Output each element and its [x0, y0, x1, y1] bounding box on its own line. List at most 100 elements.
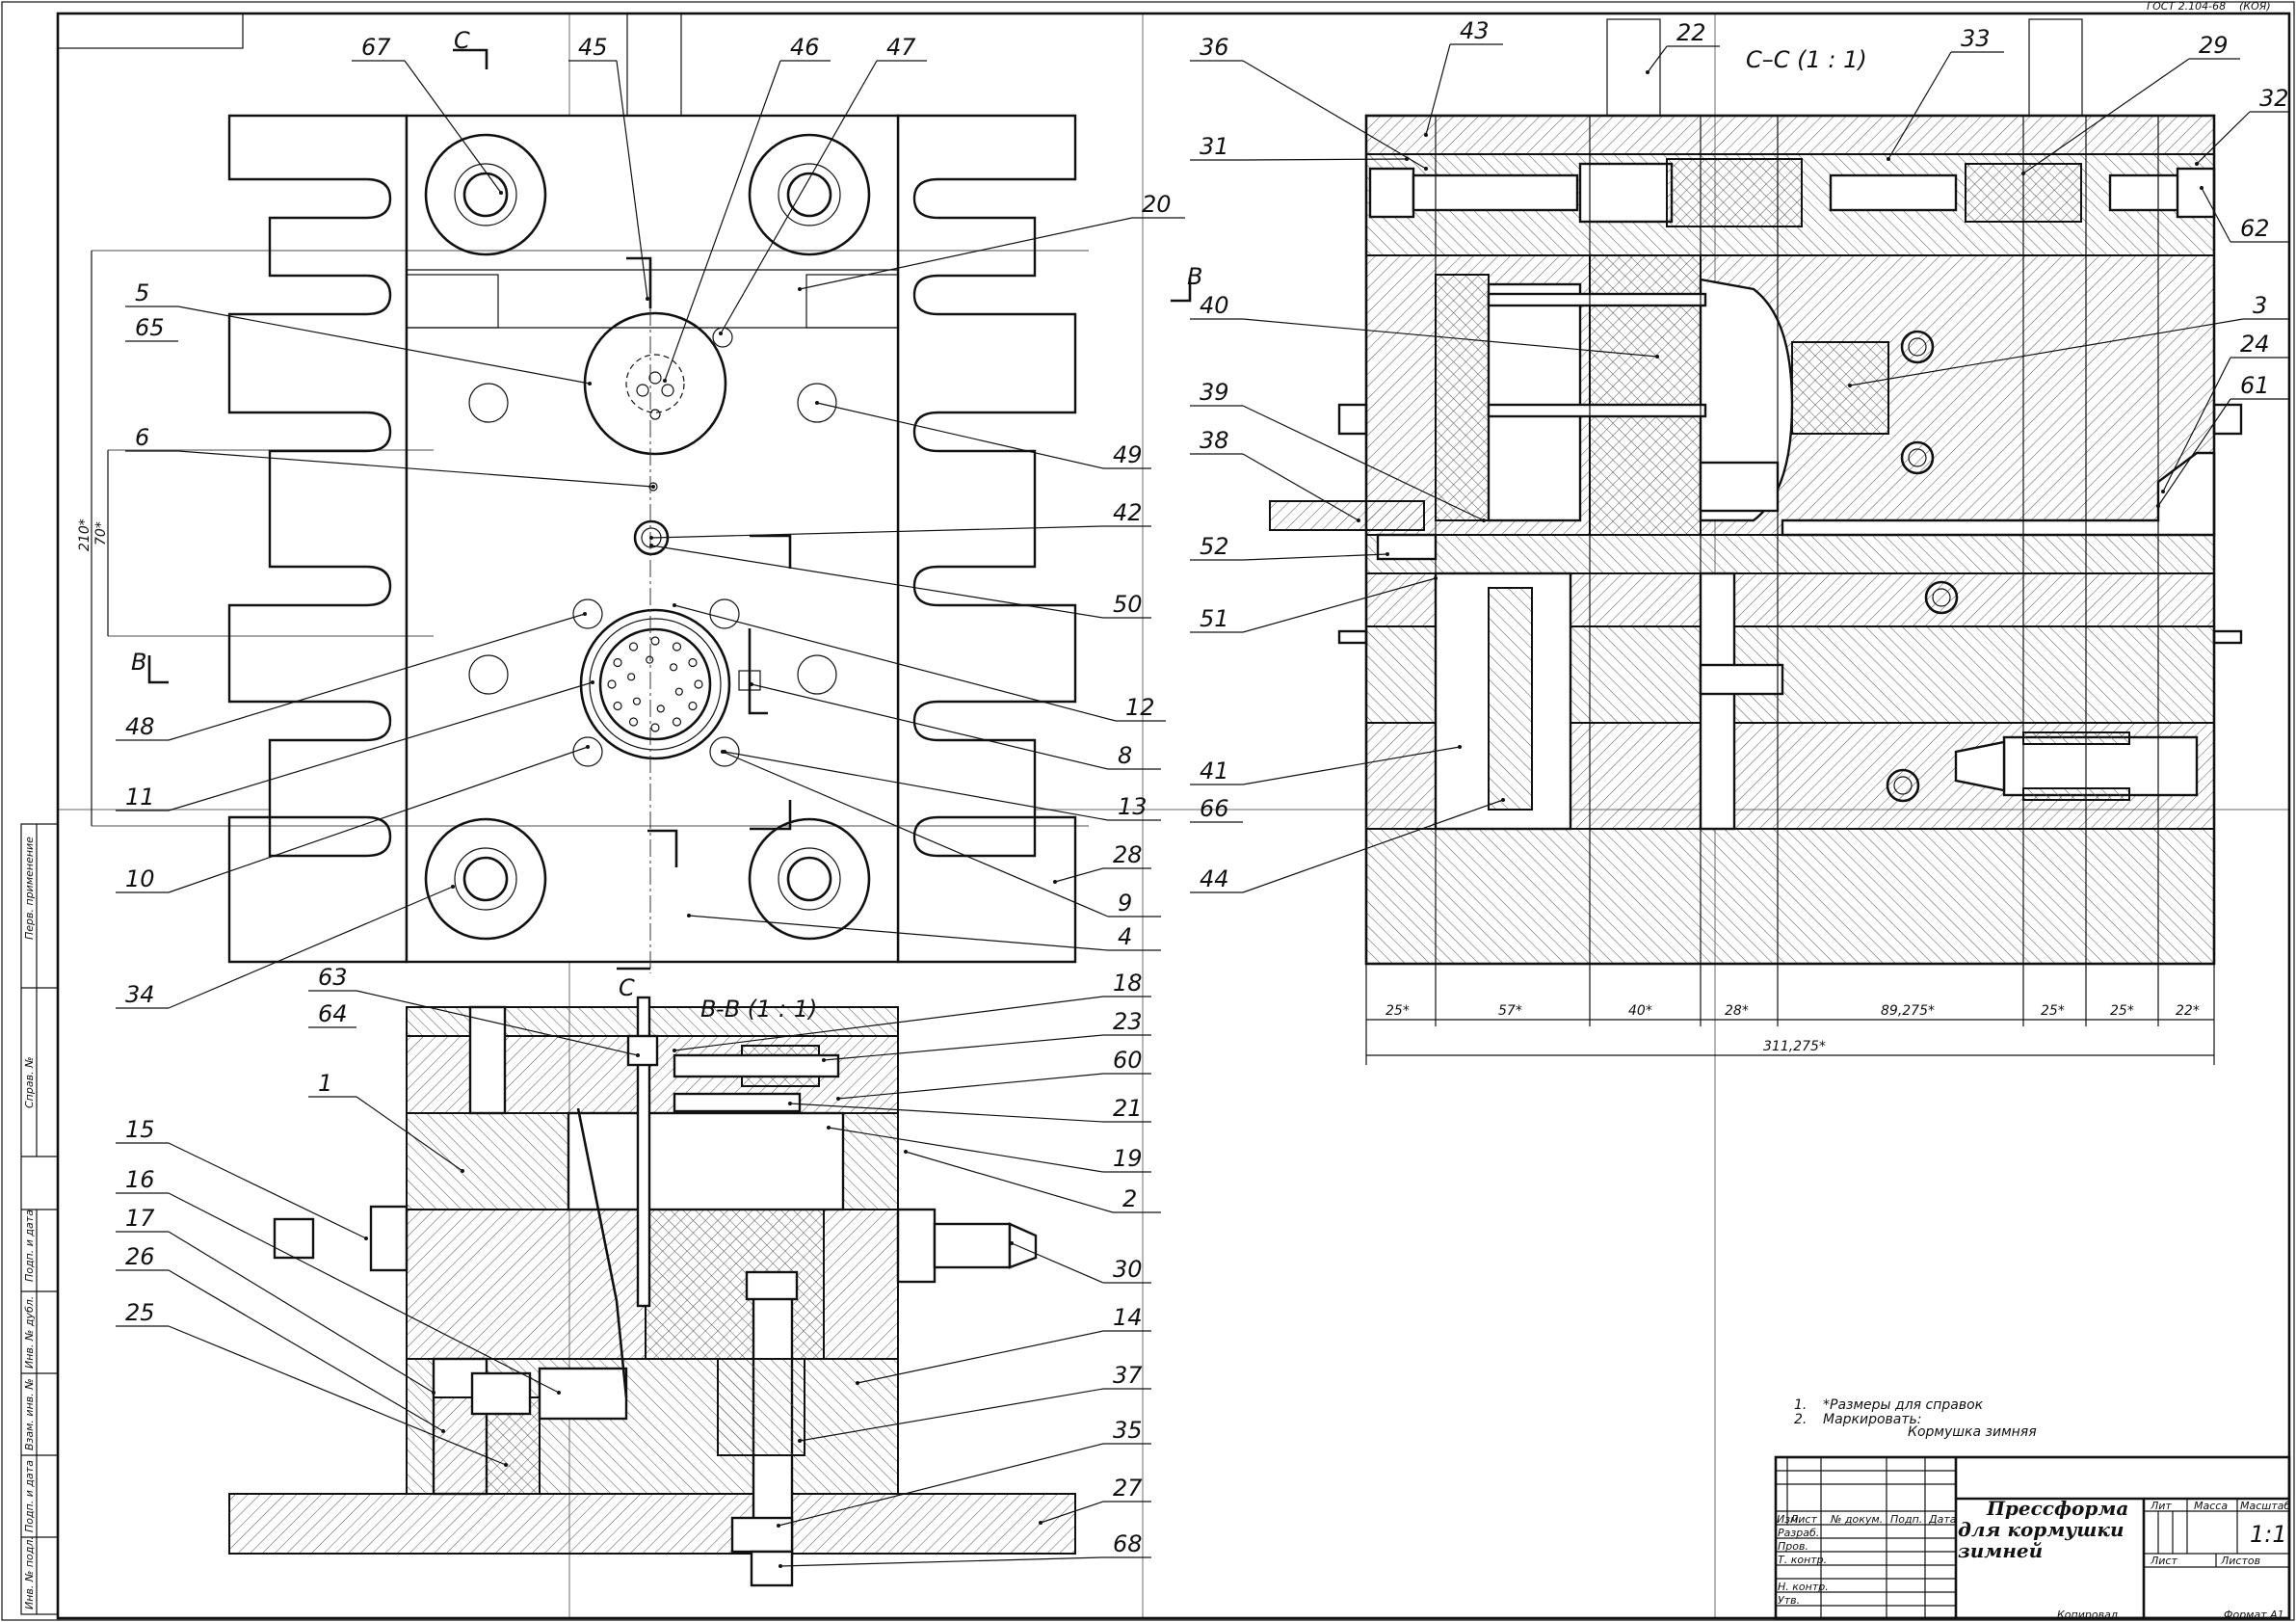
- leader-dot: [1848, 384, 1852, 387]
- callout-22: 22: [1676, 19, 1706, 46]
- note-marking: Кормушка зимняя: [1908, 1424, 2037, 1440]
- leader-dot: [1039, 1521, 1042, 1525]
- section-cc-title: C–C (1 : 1): [1746, 46, 1867, 73]
- callout-leader-line: [828, 1127, 1104, 1173]
- leader-dot: [432, 1391, 435, 1395]
- leader-dot: [1434, 576, 1438, 580]
- callout-leader-line: [404, 60, 502, 194]
- stamp-format: Формат А1: [2224, 1609, 2284, 1621]
- leader-dot: [687, 914, 691, 917]
- callout-leader-line: [1242, 60, 1427, 170]
- leader-dot: [788, 1102, 792, 1105]
- callout-leader-line: [722, 751, 1109, 917]
- callout-15: 15: [125, 1116, 155, 1143]
- callout-61: 61: [2240, 372, 2270, 399]
- callout-25: 25: [125, 1299, 155, 1326]
- leader-dot: [663, 379, 667, 383]
- leader-dot: [441, 1429, 445, 1433]
- callout-leader-line: [905, 1151, 1114, 1213]
- callout-leaders: [116, 43, 2289, 1568]
- callout-leader-line: [168, 1192, 560, 1394]
- callout-64: 64: [318, 1000, 348, 1027]
- callout-leader-line: [673, 996, 1104, 1051]
- callout-11: 11: [125, 784, 155, 811]
- dim-210: 210*: [77, 519, 92, 551]
- callout-47: 47: [886, 34, 916, 61]
- callout-29: 29: [2199, 32, 2229, 59]
- callout-leader-line: [1040, 1501, 1104, 1524]
- callout-leader-line: [789, 1103, 1104, 1123]
- callout-leader-line: [688, 915, 1109, 951]
- callout-leader-line: [1647, 45, 1668, 73]
- stamp-lit-label: Лит: [2150, 1500, 2172, 1512]
- section-mark-c-bottom: C: [619, 974, 635, 1001]
- leader-dot: [504, 1463, 508, 1467]
- leader-dot: [586, 745, 590, 749]
- callout-leader-line: [168, 613, 586, 741]
- callout-32: 32: [2259, 85, 2289, 112]
- callout-leader-line: [1242, 799, 1504, 893]
- callout-leader-line: [799, 1388, 1104, 1442]
- guide-bushing-br: [748, 817, 871, 941]
- title-block: Прессформа для кормушки зимней Лит Масса…: [1774, 1455, 2290, 1621]
- leader-dot: [1482, 519, 1486, 522]
- callout-leader-line: [837, 1073, 1104, 1100]
- callout-14: 14: [1113, 1304, 1143, 1331]
- dimension-chain: 25* 57* 40* 28* 89,275* 25* 25* 22* 311,…: [1365, 964, 2215, 1065]
- callout-leader-line: [1887, 51, 1952, 160]
- technical-notes: 1. *Размеры для справок 2. Маркировать: …: [1794, 1397, 2037, 1440]
- callout-10: 10: [125, 865, 155, 892]
- callout-6: 6: [135, 424, 149, 451]
- callout-48: 48: [125, 713, 155, 740]
- callout-51: 51: [1200, 605, 1229, 632]
- leader-dot: [2195, 162, 2199, 166]
- side-field-1: Перв. применение: [23, 837, 36, 940]
- stamp-standard: ГОСТ 2.104-68: [2147, 0, 2226, 13]
- callout-26: 26: [125, 1243, 155, 1270]
- leader-dot: [856, 1381, 859, 1385]
- callout-65: 65: [135, 314, 165, 341]
- leader-dot: [827, 1126, 831, 1130]
- callout-39: 39: [1200, 379, 1229, 406]
- stamp-form-code: (КОЯ): [2239, 0, 2271, 13]
- callout-49: 49: [1113, 441, 1143, 468]
- callout-leader-line: [724, 751, 1109, 821]
- callout-leader-line: [1242, 158, 1408, 161]
- callout-62: 62: [2240, 215, 2270, 242]
- plan-view: 210* 70* C C B: [77, 13, 1089, 1001]
- callout-leader-line: [1242, 453, 1359, 521]
- leader-dot: [1424, 133, 1428, 137]
- stamp-row-razrab: Разраб.: [1778, 1527, 1819, 1539]
- callout-18: 18: [1113, 970, 1143, 997]
- leader-dot: [1458, 745, 1462, 749]
- leader-dot: [750, 682, 753, 686]
- dim-22: 22*: [2176, 1003, 2200, 1019]
- callout-20: 20: [1142, 191, 1172, 218]
- leader-dot: [822, 1058, 826, 1062]
- callout-40: 40: [1200, 292, 1229, 319]
- callout-60: 60: [1113, 1047, 1143, 1074]
- callout-leader-line: [2196, 111, 2251, 165]
- callout-12: 12: [1125, 694, 1155, 721]
- callout-13: 13: [1118, 793, 1148, 820]
- stamp-copied: Копировал: [2057, 1609, 2118, 1621]
- leader-dot: [364, 1236, 368, 1240]
- dim-25c: 25*: [2110, 1003, 2134, 1019]
- spring-top: [741, 1045, 820, 1087]
- leader-dot: [451, 885, 455, 889]
- callout-leader-line: [1242, 746, 1461, 785]
- left-comb-plate: [227, 114, 409, 964]
- leader-dot: [557, 1391, 561, 1395]
- callout-leader-line: [1054, 867, 1104, 883]
- leader-dot: [836, 1097, 840, 1101]
- callout-34: 34: [125, 981, 155, 1008]
- leader-dot: [1010, 1241, 1014, 1245]
- section-mark-b-left: B: [131, 649, 146, 676]
- leader-dot: [1053, 880, 1057, 884]
- leader-dot: [798, 1439, 802, 1443]
- callout-leader-line: [177, 306, 591, 385]
- callout-36: 36: [1200, 34, 1229, 61]
- callout-50: 50: [1113, 591, 1143, 618]
- callout-28: 28: [1113, 841, 1143, 868]
- callout-leader-line: [616, 60, 648, 300]
